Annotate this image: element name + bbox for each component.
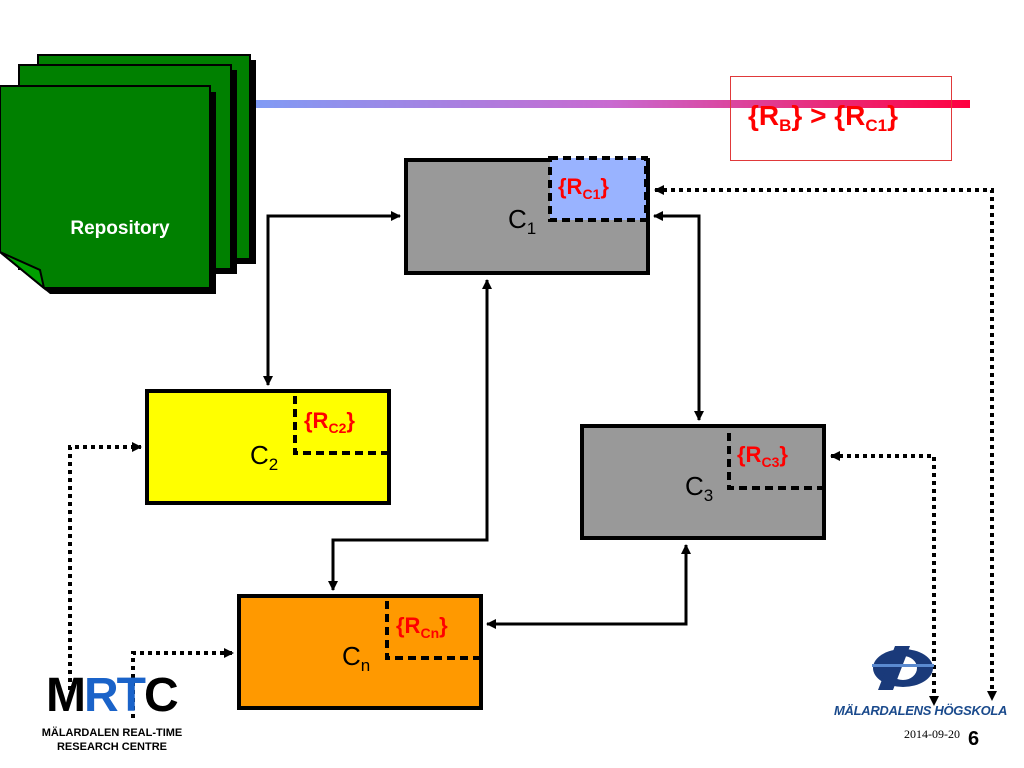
mdh-logo-icon [872,646,934,690]
condition-box [730,76,952,161]
page-number: 6 [968,728,980,750]
component-c1-label: C1 [508,204,537,238]
link-c2-c1 [263,211,401,386]
mrtc-logo: MRTC [46,669,179,722]
component-c2-label: C2 [250,440,279,474]
component-c3-label: C3 [685,471,714,505]
repository-stack [0,54,256,294]
mdh-logo-text: MÄLARDALENS HÖGSKOLA [834,703,1008,718]
component-c1-resource-box [548,156,648,222]
component-c1-resource: {RC1} [558,174,609,202]
repository-link-bar [250,100,970,108]
repository-label: Repository [70,218,170,239]
dotted-link-c2-left [68,442,142,690]
link-cn-c3 [486,544,691,629]
link-c1-c3 [653,211,704,421]
dotted-link-cn-left [131,648,234,718]
slide-date: 2014-09-20 [904,727,960,741]
link-c1-cn [328,279,492,591]
resource-condition: {RB} > {RC1} [748,100,898,135]
component-c3-resource: {RC3} [737,442,788,470]
dotted-link-c3-right [830,451,939,706]
dotted-link-c1-right [654,185,997,701]
component-cn-resource-box [385,594,483,660]
component-c2-resource: {RC2} [304,408,355,436]
component-cn-label: Cn [342,641,371,675]
component-cn-box [237,594,483,710]
component-cn-resource: {RCn} [396,613,448,641]
